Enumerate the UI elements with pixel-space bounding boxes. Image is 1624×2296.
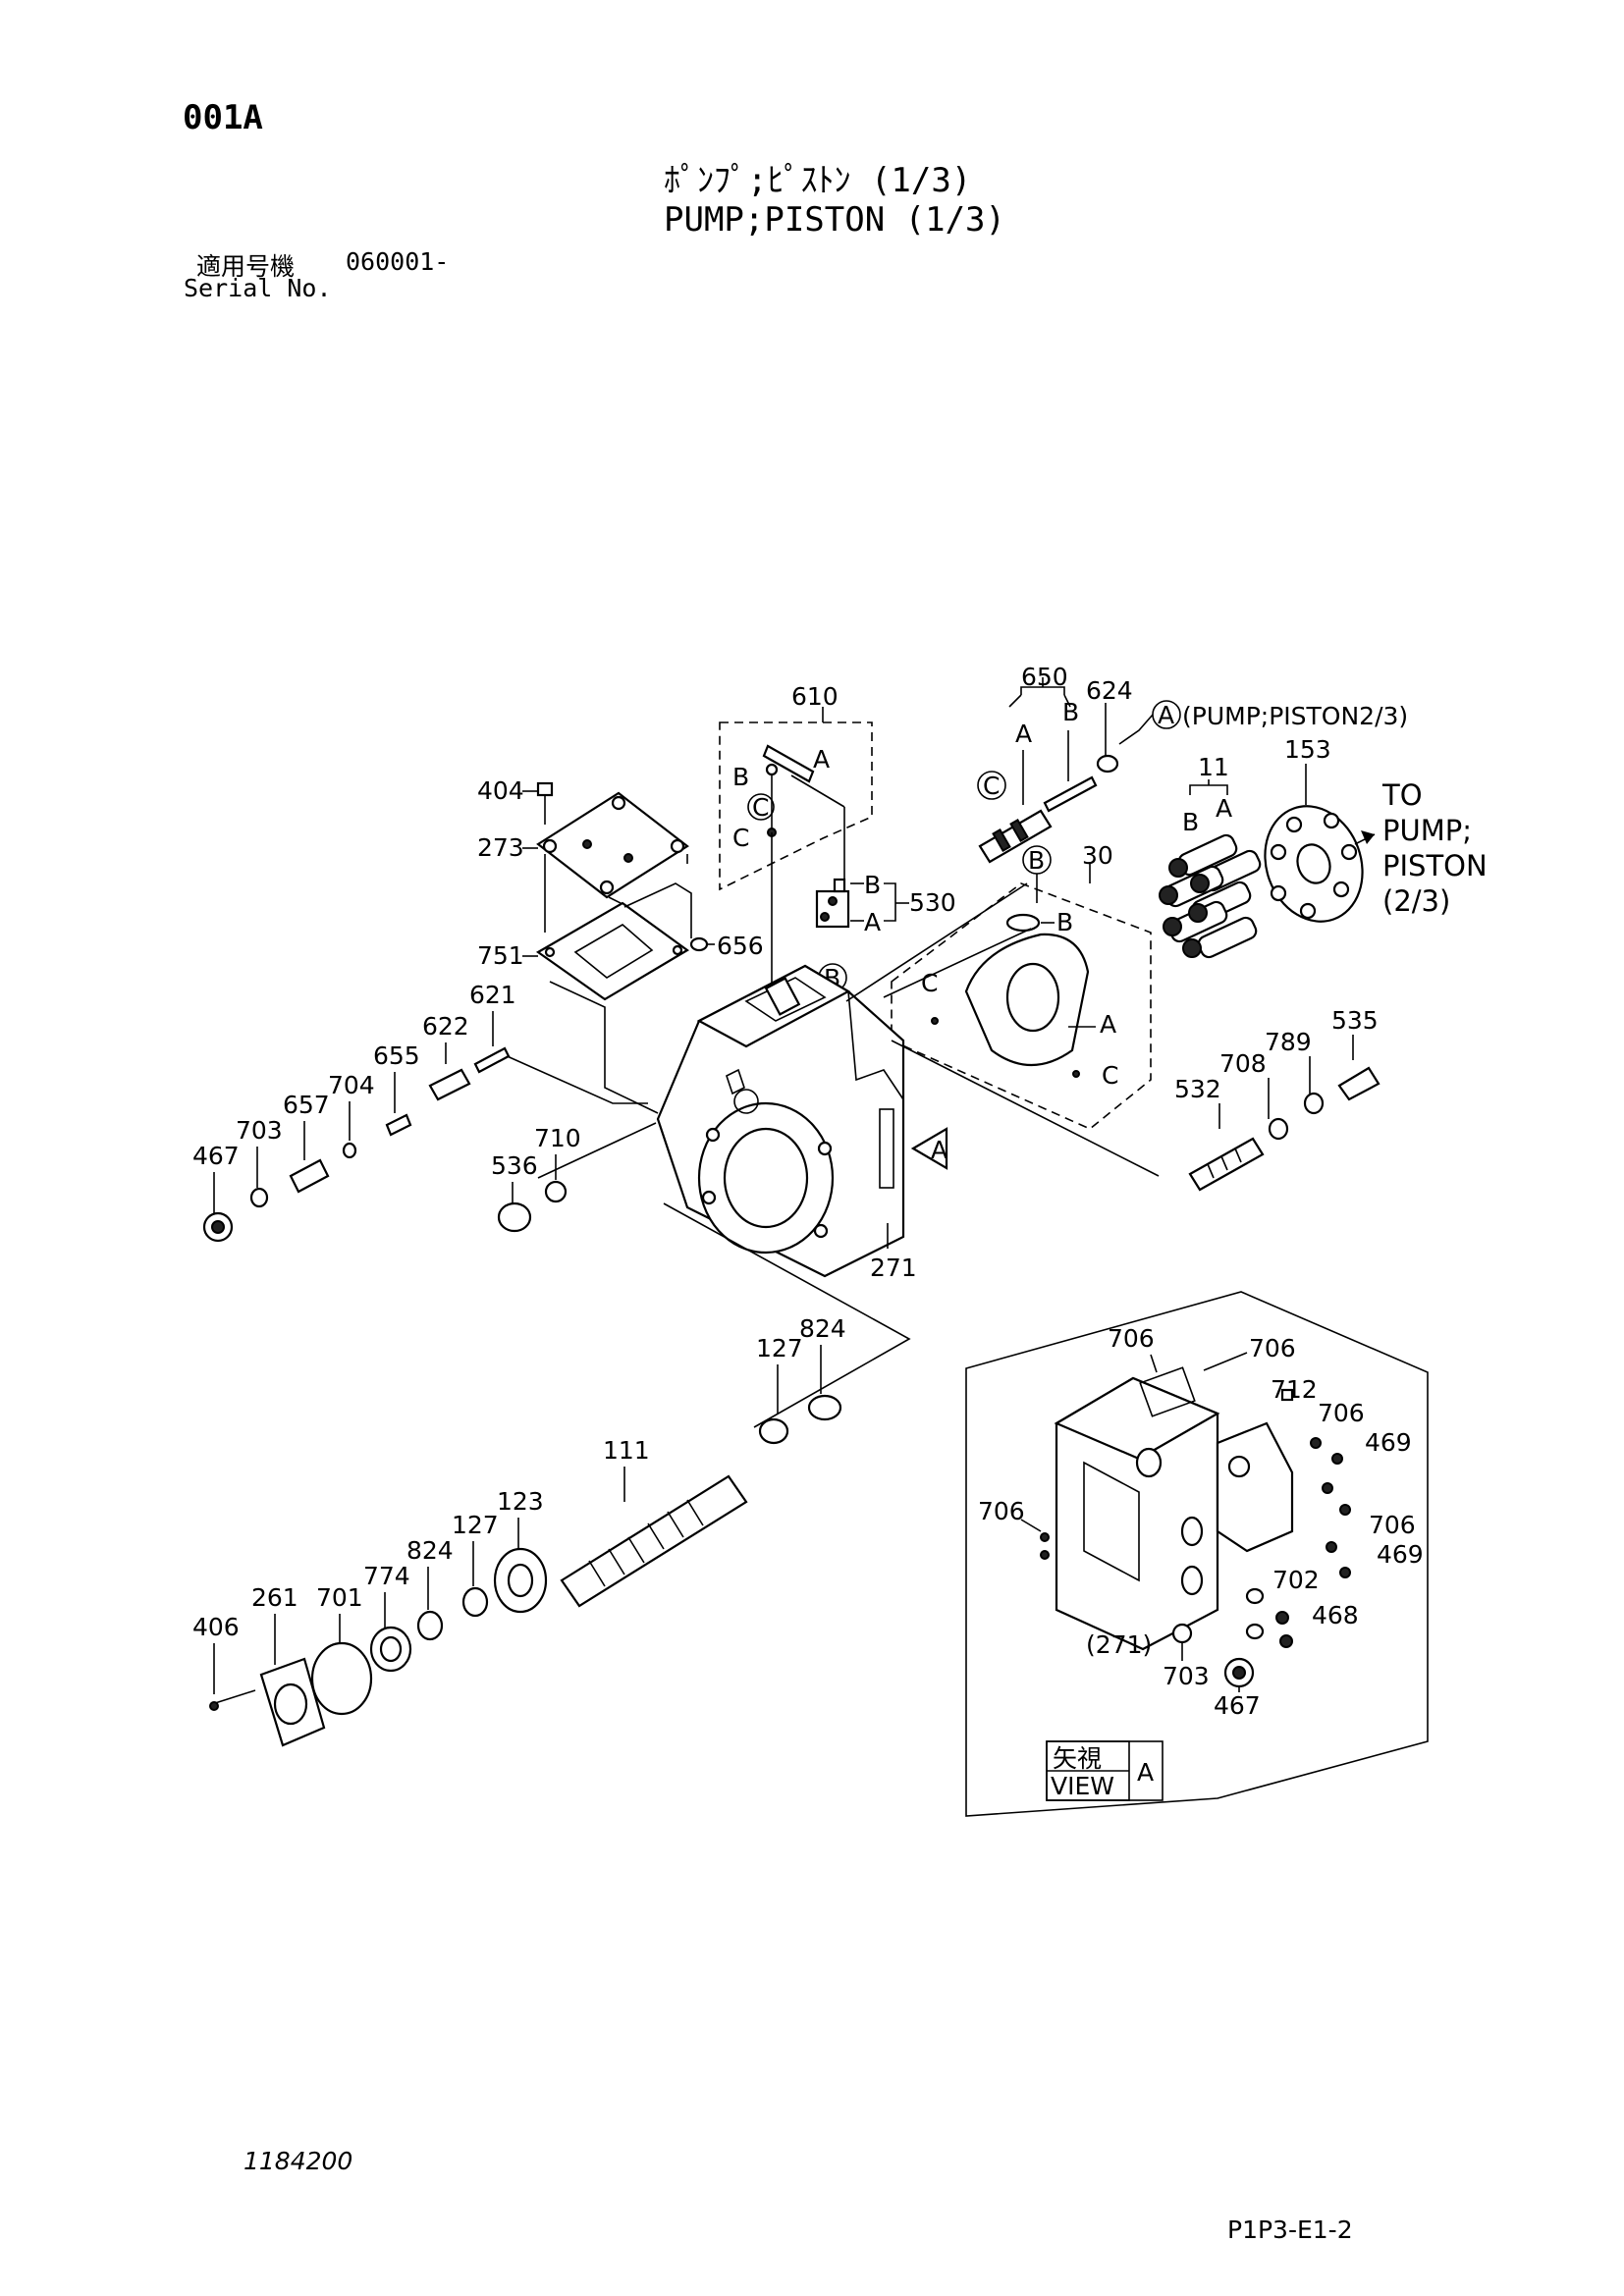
part-label-824-top: 824 xyxy=(799,1314,846,1343)
part-label-273: 273 xyxy=(477,833,524,862)
part-label-751: 751 xyxy=(477,941,524,970)
part-label-261: 261 xyxy=(251,1583,298,1612)
serial-value: 060001- xyxy=(346,247,450,276)
page-code: 001A xyxy=(183,98,263,137)
serial-label-japanese: 適用号機 xyxy=(196,252,296,281)
part-label-153: 153 xyxy=(1284,735,1331,764)
letter-a-530: A xyxy=(864,908,881,936)
circled-c-top: C xyxy=(752,793,769,822)
view-label-letter: A xyxy=(1137,1758,1154,1787)
group-11-153: 11 B A 153 TO PU xyxy=(1159,735,1488,959)
view-part-706-e: 706 xyxy=(1369,1511,1416,1539)
part-label-650: 650 xyxy=(1021,663,1068,691)
view-label-en: VIEW xyxy=(1051,1772,1114,1800)
part-label-536: 536 xyxy=(491,1151,538,1180)
letter-b-610: B xyxy=(732,763,749,791)
group-right-parts: 532 708 789 535 xyxy=(1174,1006,1380,1192)
view-part-712: 712 xyxy=(1271,1375,1318,1404)
part-label-621: 621 xyxy=(469,981,516,1009)
letter-a-11: A xyxy=(1216,794,1232,823)
part-label-11: 11 xyxy=(1198,753,1229,781)
ref-pump-piston-2-3: (PUMP;PISTON2/3) xyxy=(1182,702,1408,730)
view-label-jp: 矢視 xyxy=(1053,1744,1102,1773)
to-line-1: TO xyxy=(1381,778,1423,812)
letter-b-650: B xyxy=(1062,698,1079,726)
part-label-622: 622 xyxy=(422,1012,469,1041)
part-label-656: 656 xyxy=(717,932,764,960)
view-a-inset: 706 706 712 706 469 706 706 469 702 468 … xyxy=(965,1291,1429,1817)
view-part-469-b: 469 xyxy=(1377,1540,1424,1569)
view-arrow-a: A xyxy=(931,1136,947,1164)
letter-c-610: C xyxy=(732,824,749,852)
letter-b-11: B xyxy=(1182,808,1199,836)
group-650: 650 A B 624 C A (PUMP;PISTON2/3) xyxy=(977,663,1408,864)
view-part-706-a: 706 xyxy=(1108,1324,1155,1353)
view-part-469-a: 469 xyxy=(1365,1428,1412,1457)
part-label-532: 532 xyxy=(1174,1075,1221,1103)
part-label-404: 404 xyxy=(477,776,524,805)
view-part-706-b: 706 xyxy=(1249,1334,1296,1362)
part-label-111: 111 xyxy=(603,1436,650,1465)
part-label-701: 701 xyxy=(316,1583,363,1612)
circled-b-30: B xyxy=(1028,846,1045,875)
part-label-655: 655 xyxy=(373,1041,420,1070)
part-label-824-bottom: 824 xyxy=(406,1536,454,1565)
part-label-30: 30 xyxy=(1082,841,1113,870)
letter-c-30-left: C xyxy=(921,969,938,997)
letter-c-30-right: C xyxy=(1102,1061,1118,1090)
part-label-774: 774 xyxy=(363,1562,410,1590)
part-label-127-top: 127 xyxy=(756,1334,803,1362)
view-housing-ref: (271) xyxy=(1086,1630,1152,1659)
part-label-624: 624 xyxy=(1086,676,1133,705)
serial-label-english: Serial No. xyxy=(184,274,332,302)
part-label-127-bottom: 127 xyxy=(452,1511,499,1539)
title-english: PUMP;PISTON (1/3) xyxy=(664,200,1005,240)
letter-a-610: A xyxy=(813,745,830,774)
drawing-number: 1184200 xyxy=(244,2147,353,2175)
part-label-467: 467 xyxy=(192,1142,240,1170)
title-japanese: ﾎﾟﾝﾌﾟ;ﾋﾟｽﾄﾝ (1/3) xyxy=(664,161,972,200)
to-line-2: PUMP; xyxy=(1382,814,1472,847)
part-label-708: 708 xyxy=(1219,1049,1267,1078)
to-line-4: (2/3) xyxy=(1382,884,1450,918)
letter-a-650: A xyxy=(1015,720,1032,748)
group-30: 30 B C A C B xyxy=(891,841,1152,1130)
circled-a-ref: A xyxy=(1158,701,1174,729)
page-reference: P1P3-E1-2 xyxy=(1227,2216,1353,2244)
part-label-710: 710 xyxy=(534,1124,581,1152)
view-part-706-c: 706 xyxy=(1318,1399,1365,1427)
part-label-530: 530 xyxy=(909,888,956,917)
letter-b-530: B xyxy=(864,871,881,899)
view-part-702: 702 xyxy=(1272,1566,1320,1594)
view-part-467: 467 xyxy=(1214,1691,1261,1720)
group-shaft: 127 824 111 123 127 824 774 701 261 406 xyxy=(192,1314,846,1747)
view-part-706-d: 706 xyxy=(978,1497,1025,1525)
part-label-610: 610 xyxy=(791,682,839,711)
to-line-3: PISTON xyxy=(1382,849,1488,882)
group-530: B A 530 B xyxy=(815,871,956,992)
part-label-535: 535 xyxy=(1331,1006,1379,1035)
part-label-789: 789 xyxy=(1265,1028,1312,1056)
main-housing-271: 271 A xyxy=(502,882,1160,1428)
group-left-parts: 621 622 655 704 657 703 467 536 710 xyxy=(192,981,581,1243)
part-label-703: 703 xyxy=(236,1116,283,1145)
part-label-704: 704 xyxy=(328,1071,375,1099)
piston-cluster xyxy=(1159,833,1262,959)
part-label-123: 123 xyxy=(497,1487,544,1516)
view-part-468: 468 xyxy=(1312,1601,1359,1629)
part-label-271: 271 xyxy=(870,1254,917,1282)
group-610: 610 B A C C xyxy=(719,682,873,991)
group-cover: 404 273 751 656 xyxy=(477,776,764,1114)
letter-a-30: A xyxy=(1100,1010,1116,1039)
part-label-406: 406 xyxy=(192,1613,240,1641)
view-part-703: 703 xyxy=(1163,1662,1210,1690)
letter-b-30: B xyxy=(1056,908,1073,936)
part-label-657: 657 xyxy=(283,1091,330,1119)
circled-c-spool: C xyxy=(983,772,1000,800)
